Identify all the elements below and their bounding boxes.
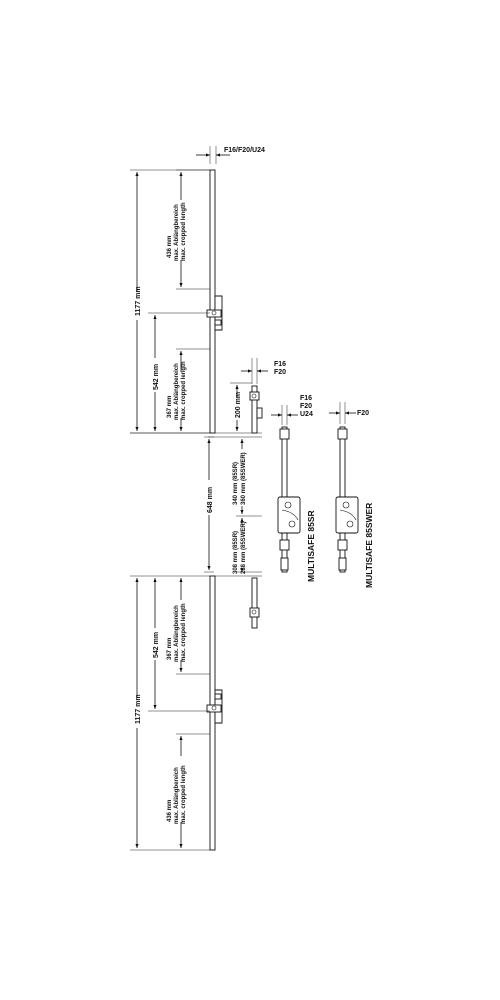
f20-label-a: F20 bbox=[274, 369, 286, 376]
d648-label: 648 mm bbox=[207, 487, 214, 513]
crop3-de: max. Ablängbereich bbox=[174, 605, 180, 662]
profile-label-top: F16/F20/U24 bbox=[224, 147, 265, 154]
total-length-top: 1177 mm bbox=[135, 286, 142, 316]
mid-top-1: 340 mm (85SR) bbox=[233, 462, 239, 505]
dim-340-360: 340 mm (85SR) 360 mm (85SWER) bbox=[233, 439, 262, 517]
dim-436-top: 436 mm max. Ablängbereich max. cropped l… bbox=[167, 169, 210, 290]
crop3-en: max. cropped length bbox=[181, 603, 187, 662]
profile-width-top: F16/F20/U24 bbox=[196, 146, 265, 164]
lower-short-piece bbox=[249, 577, 260, 629]
dim-648: 648 mm bbox=[204, 436, 214, 573]
dim-542-bottom: 542 mm bbox=[148, 578, 210, 712]
d200-label: 200 mm bbox=[235, 392, 242, 418]
profile-width-f16-f20: F16 F20 bbox=[241, 358, 286, 384]
crop2-mm: 367 mm bbox=[167, 396, 173, 418]
f16-label: F16 bbox=[274, 361, 286, 368]
crop4-mm: 436 mm bbox=[167, 800, 173, 822]
multisafe-85swer-part bbox=[335, 426, 359, 573]
total-length-bottom: 1177 mm bbox=[135, 694, 142, 724]
dim-1177-bottom: 1177 mm bbox=[130, 578, 210, 851]
d542-bottom: 542 mm bbox=[153, 632, 160, 658]
crop3-mm: 367 mm bbox=[167, 638, 173, 660]
product-85sr: MULTISAFE 85SR bbox=[306, 510, 316, 582]
crop2-de: max. Ablängbereich bbox=[174, 363, 180, 420]
crop1-mm: 436 mm bbox=[167, 236, 173, 258]
crop1-de: max. Ablängbereich bbox=[174, 204, 180, 261]
dim-542-top: 542 mm bbox=[148, 312, 210, 431]
upper-rod bbox=[206, 169, 223, 434]
f20-label-c: F20 bbox=[357, 410, 369, 417]
product-85swer: MULTISAFE 85SWER bbox=[364, 503, 374, 588]
lower-rod bbox=[206, 575, 223, 851]
f20-label-b: F20 bbox=[300, 403, 312, 410]
d542-top: 542 mm bbox=[153, 364, 160, 390]
mid-bot-2: 288 mm (85SWER) bbox=[241, 521, 247, 574]
crop2-en: max. cropped length bbox=[181, 361, 187, 420]
dim-308-288: 308 mm (85SR) 288 mm (85SWER) bbox=[233, 518, 262, 574]
dim-367-bottom: 367 mm max. Ablängbereich max. cropped l… bbox=[167, 578, 210, 675]
crop4-en: max. cropped length bbox=[181, 765, 187, 824]
u24-label: U24 bbox=[300, 411, 313, 418]
f16-label-b: F16 bbox=[300, 395, 312, 402]
mid-top-2: 360 mm (85SWER) bbox=[241, 452, 247, 505]
profile-width-f16-f20-u24: F16 F20 U24 bbox=[271, 395, 313, 425]
mid-bot-1: 308 mm (85SR) bbox=[233, 531, 239, 574]
multisafe-85sr-part bbox=[277, 426, 301, 573]
profile-width-f20: F20 bbox=[329, 402, 369, 424]
dim-436-bottom: 436 mm max. Ablängbereich max. cropped l… bbox=[167, 733, 210, 848]
dim-367-top: 367 mm max. Ablängbereich max. cropped l… bbox=[167, 348, 210, 431]
dim-1177-top: 1177 mm bbox=[130, 169, 210, 434]
short-extension-piece bbox=[249, 385, 263, 434]
dim-200: 200 mm bbox=[230, 382, 252, 431]
crop4-de: max. Ablängbereich bbox=[174, 767, 180, 824]
crop1-en: max. cropped length bbox=[181, 202, 187, 261]
